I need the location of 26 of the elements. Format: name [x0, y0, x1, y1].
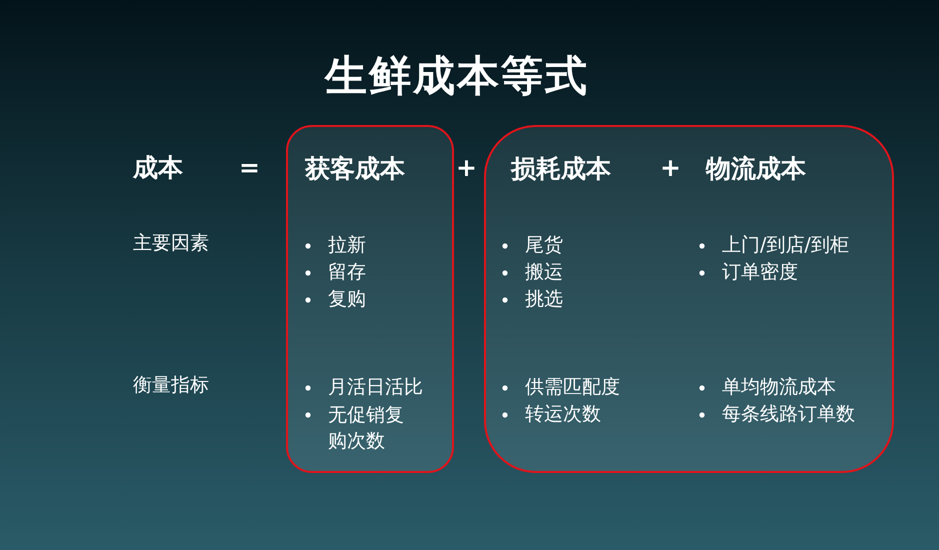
- title: 生鲜成本等式: [325, 50, 589, 102]
- bullet-item: 尾货: [525, 233, 563, 257]
- row-label: 主要因素: [133, 231, 209, 255]
- bullet-item: 搬运: [525, 260, 563, 284]
- bullet-item: 订单密度: [722, 260, 798, 284]
- row-heading: 成本: [133, 153, 183, 183]
- bullet-item: 每条线路订单数: [722, 402, 855, 426]
- bullet-item: 供需匹配度: [525, 375, 620, 399]
- bullet-item: 上门/到店/到柜: [722, 233, 849, 257]
- bullet-item: 拉新: [328, 233, 366, 257]
- bullet-item: 月活日活比: [328, 375, 423, 399]
- rounded-panel: [286, 125, 454, 473]
- equals-sign: =: [239, 153, 260, 183]
- bullet-item: 挑选: [525, 287, 563, 311]
- bullet-item: 单均物流成本: [722, 375, 836, 399]
- bullet-item: 转运次数: [525, 402, 601, 426]
- bullet-item: 无促销复购次数: [328, 403, 405, 454]
- column-heading: 物流成本: [706, 154, 806, 184]
- plus-sign: +: [456, 153, 477, 183]
- row-label: 衡量指标: [133, 373, 209, 397]
- plus-sign: +: [660, 153, 681, 183]
- bullet-item: 复购: [328, 287, 366, 311]
- rounded-panel: [484, 125, 894, 473]
- bullet-item: 留存: [328, 260, 366, 284]
- column-heading: 损耗成本: [511, 154, 611, 184]
- column-heading: 获客成本: [305, 154, 405, 184]
